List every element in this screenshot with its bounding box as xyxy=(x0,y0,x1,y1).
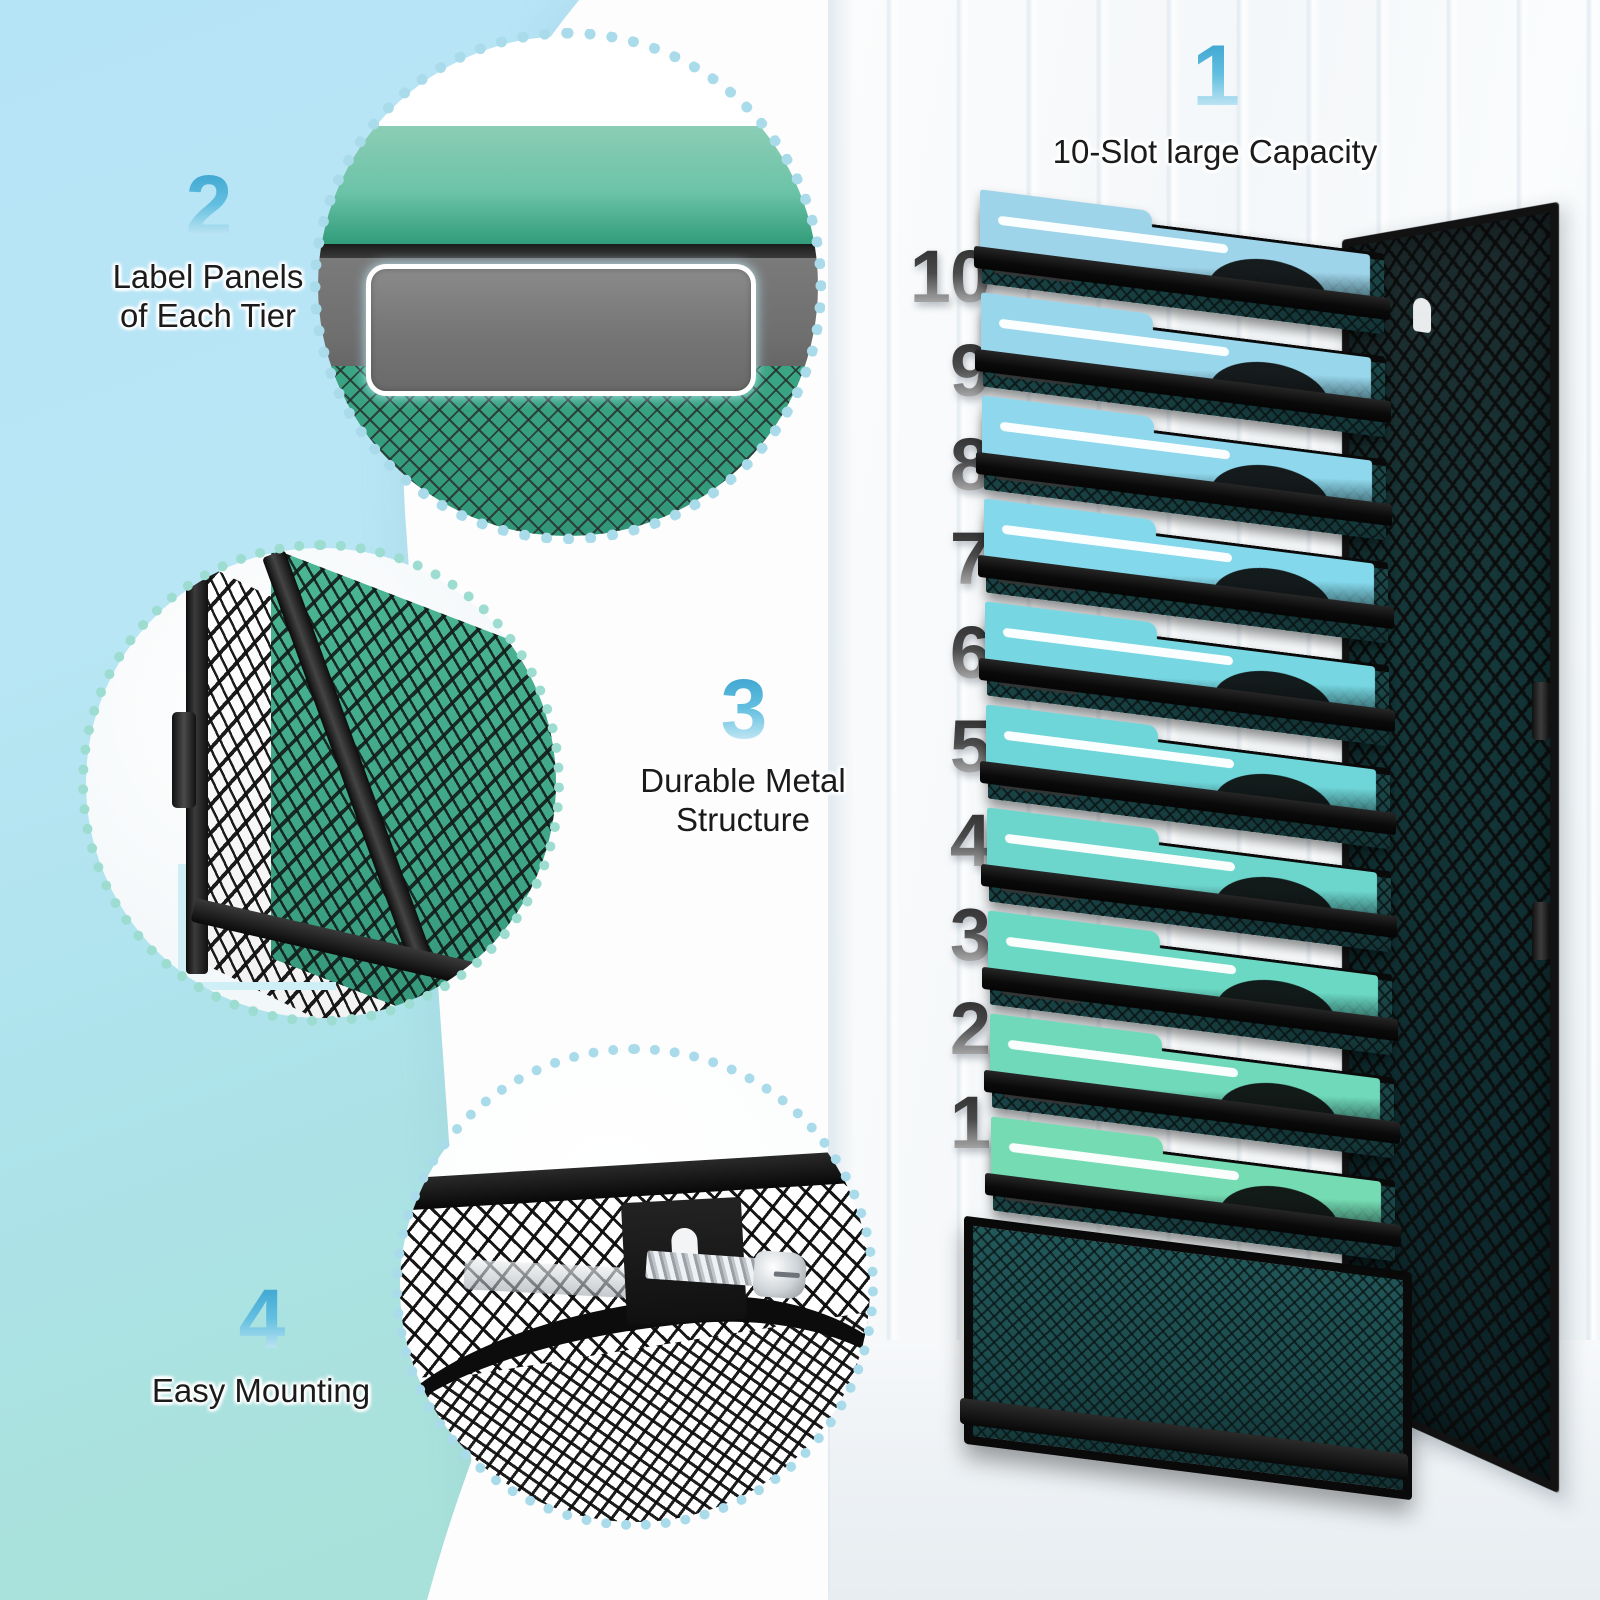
callout-1-dotted-ring xyxy=(310,28,826,544)
callout-3-dotted-ring xyxy=(392,1044,878,1530)
keyhole-icon xyxy=(1413,297,1431,333)
feature-4-title: Easy Mounting xyxy=(96,1372,426,1411)
feature-2-number: 2 xyxy=(58,168,358,244)
feature-1-number: 1 xyxy=(1035,38,1395,115)
shelf-slot xyxy=(961,315,1391,407)
file-organizer-product xyxy=(960,212,1560,1442)
side-clip-upper xyxy=(1532,682,1550,740)
shelf-slot xyxy=(970,1036,1400,1128)
feature-3-number: 3 xyxy=(598,672,888,748)
shelf-slot xyxy=(962,418,1392,510)
shelf-slot xyxy=(968,933,1398,1025)
feature-1-title: 10-Slot large Capacity xyxy=(1035,133,1395,172)
side-clip-lower xyxy=(1532,902,1550,960)
shelf-slot xyxy=(964,521,1394,613)
feature-block-3: 3 Durable Metal Structure xyxy=(598,672,888,839)
feature-4-number: 4 xyxy=(96,1282,426,1358)
callout-2-dotted-ring xyxy=(78,540,564,1026)
feature-3-title: Durable Metal xyxy=(598,762,888,801)
feature-2-title: Label Panels xyxy=(58,258,358,297)
shelf-slot xyxy=(967,830,1397,922)
feature-3-title-line2: Structure xyxy=(598,801,888,840)
feature-2-title-line2: of Each Tier xyxy=(58,297,358,336)
feature-block-1: 1 10-Slot large Capacity xyxy=(1035,38,1395,172)
feature-block-2: 2 Label Panels of Each Tier xyxy=(58,168,358,335)
shelf-slot xyxy=(971,1139,1401,1231)
feature-block-4: 4 Easy Mounting xyxy=(96,1282,426,1411)
shelf-slot xyxy=(960,212,1390,304)
shelf-slot xyxy=(966,727,1396,819)
shelf-slot xyxy=(965,624,1395,716)
